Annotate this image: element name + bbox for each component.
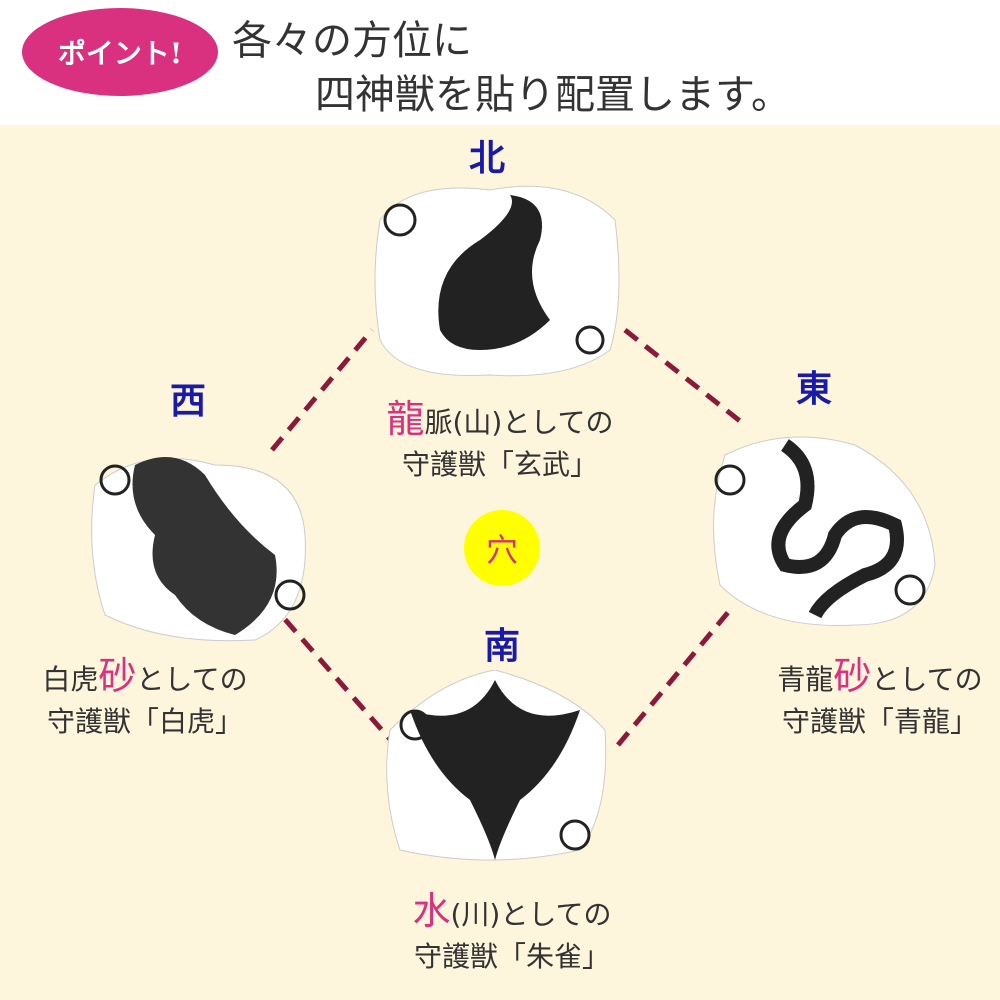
caption-north: 龍脈(山)としての 守護獣「玄武」 — [386, 398, 613, 486]
caption-west-pre: 白虎 — [42, 663, 99, 696]
caption-east-text: としての — [871, 663, 983, 696]
caption-north-text: 脈(山)としての — [424, 406, 614, 439]
caption-south-line2: 守護獣「朱雀」 — [413, 940, 610, 973]
caption-north-line2: 守護獣「玄武」 — [401, 448, 598, 481]
genbu-illustration — [374, 185, 620, 377]
caption-east-pre: 青龍 — [777, 663, 834, 696]
caption-north-highlight: 龍 — [386, 397, 425, 441]
line-east-south — [616, 608, 732, 747]
caption-east: 青龍砂としての 守護獣「青龍」 — [777, 655, 982, 743]
point-badge: ポイント! — [22, 8, 218, 96]
byakko-illustration — [91, 457, 306, 642]
caption-west-highlight: 砂 — [98, 654, 137, 698]
caption-west-line2: 守護獣「白虎」 — [46, 705, 244, 738]
seiryu-illustration — [713, 436, 936, 626]
caption-west: 白虎砂としての 守護獣「白虎」 — [42, 655, 247, 743]
caption-east-highlight: 砂 — [833, 654, 872, 698]
line-west-south — [266, 598, 397, 747]
caption-west-text: としての — [136, 663, 248, 696]
title-line-1: 各々の方位に — [232, 18, 472, 64]
header: ポイント! 各々の方位に 四神獣を貼り配置します。 — [0, 0, 1000, 125]
suzaku-illustration — [386, 670, 607, 861]
title-line-2: 四神獣を貼り配置します。 — [315, 72, 791, 118]
caption-south-text: (川)としての — [450, 898, 612, 931]
direction-east: 東 — [795, 368, 833, 410]
caption-south: 水(川)としての 守護獣「朱雀」 — [412, 890, 611, 978]
line-north-west — [270, 328, 374, 452]
caption-south-highlight: 水 — [412, 889, 451, 933]
center-ana: 穴 — [464, 510, 540, 586]
direction-north: 北 — [468, 137, 506, 179]
caption-east-line2: 守護獣「青龍」 — [781, 705, 979, 738]
line-north-east — [623, 328, 747, 427]
direction-west: 西 — [169, 380, 207, 422]
direction-south: 南 — [483, 625, 521, 667]
